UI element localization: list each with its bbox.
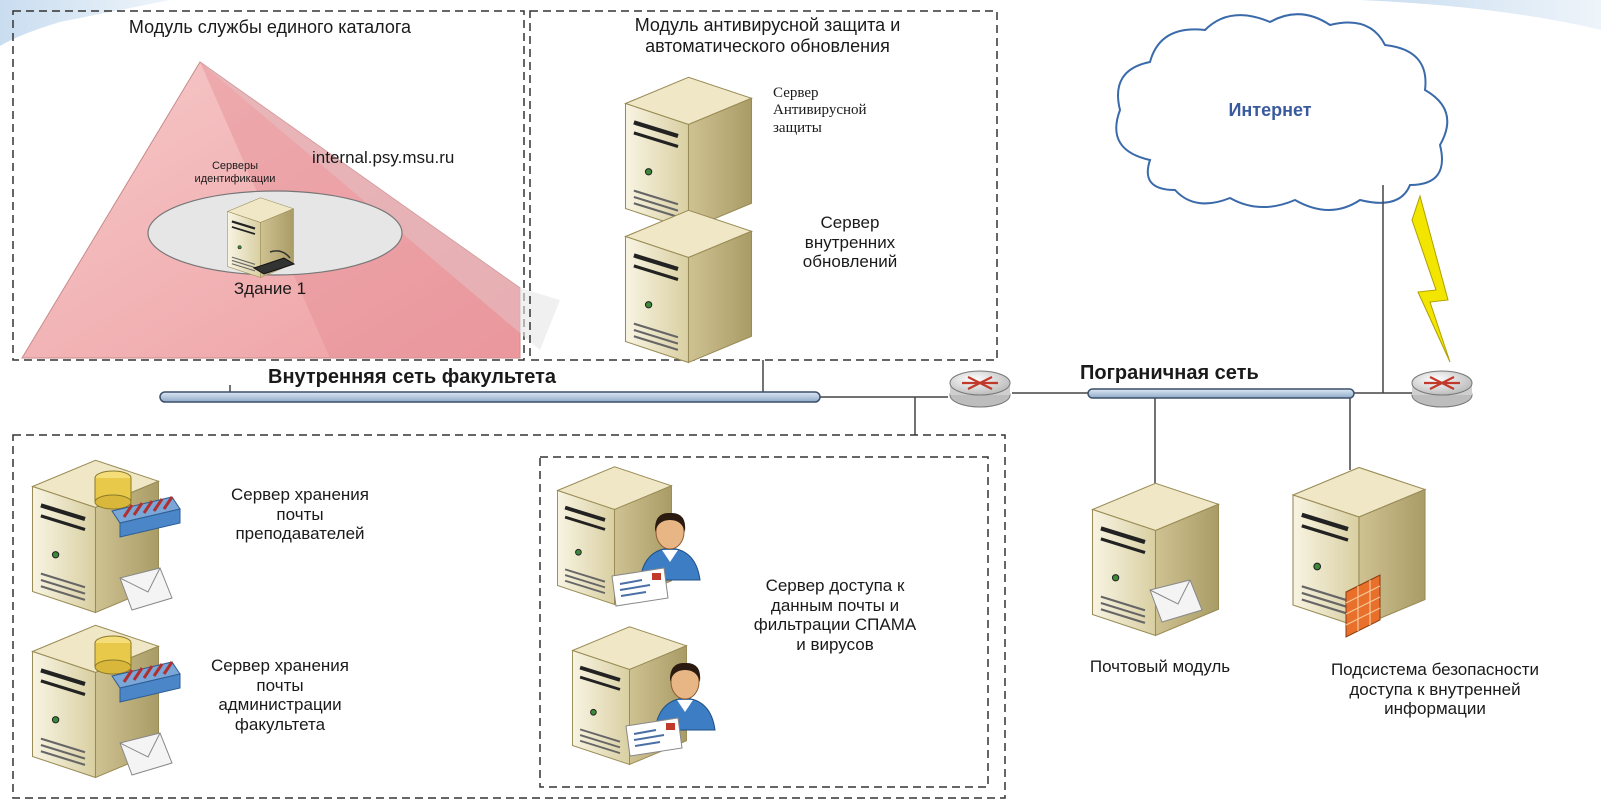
- database-icon: [94, 470, 132, 510]
- border-network-bus: [1087, 388, 1355, 399]
- catalog-module-title: Модуль службы единого каталога: [128, 17, 412, 37]
- update-server-icon: [626, 210, 752, 362]
- av-server-label: Сервер Антивирусной защиты: [773, 85, 867, 136]
- antivirus-server-icon: [626, 77, 752, 229]
- internet-label: Интернет: [1228, 100, 1312, 120]
- access-server-box: [539, 456, 989, 788]
- mail-admin-label: Сервер хранения почты администрации факу…: [210, 656, 349, 734]
- mail-module-box: [12, 434, 1006, 799]
- border-network-label: Пограничная сеть: [1080, 362, 1259, 384]
- antivirus-module-group: [529, 10, 998, 363]
- security-subsystem-label: Подсистема безопасности доступа к внутре…: [1330, 660, 1540, 719]
- antivirus-module-box: [529, 10, 998, 361]
- keyboard-icon: [252, 257, 296, 275]
- antivirus-module-title: Модуль антивирусной защита и автоматичес…: [634, 15, 901, 56]
- database-icon: [94, 635, 132, 675]
- decor-corner-right: [1360, 0, 1601, 30]
- internet-cloud: [1115, 13, 1449, 211]
- inner-network-label: Внутренняя сеть факультета: [268, 366, 557, 388]
- catalog-module-group: [12, 10, 560, 361]
- mail-module-server-icon: [1093, 483, 1219, 635]
- id-servers-label: Серверы идентификации: [194, 160, 276, 185]
- router-icon[interactable]: [1410, 369, 1474, 409]
- cloud-icon: [1115, 13, 1449, 211]
- mail-teachers-label: Сервер хранения почты преподавателей: [230, 485, 369, 544]
- building-label: Здание 1: [233, 279, 307, 298]
- mail-module-label: Почтовый модуль: [1089, 657, 1231, 676]
- pyramid-shadow: [200, 62, 560, 350]
- inner-network-bus: [159, 391, 821, 403]
- update-server-label: Сервер внутренних обновлений: [802, 213, 898, 272]
- wireless-link-icon: [1411, 194, 1451, 363]
- keyboard-cable: [269, 250, 291, 259]
- domain-label: internal.psy.msu.ru: [312, 148, 455, 167]
- firewall-icon: [1345, 574, 1381, 638]
- access-server-label: Сервер доступа к данным почты и фильтрац…: [753, 576, 917, 654]
- router-icon[interactable]: [948, 369, 1012, 409]
- mail-storage-group: [12, 434, 1006, 799]
